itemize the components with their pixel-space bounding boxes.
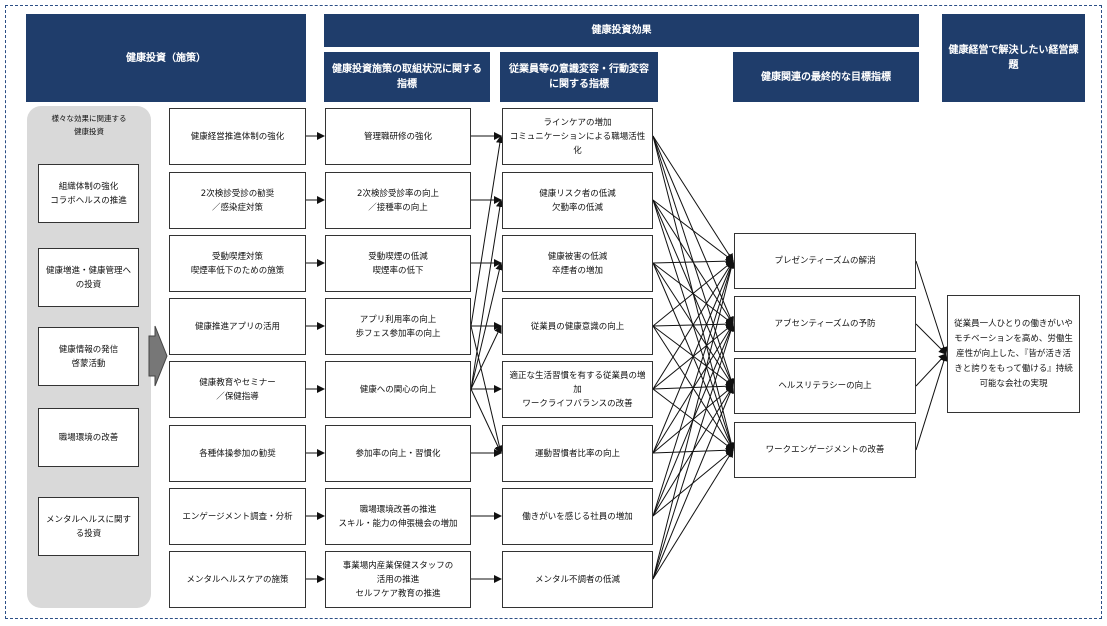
initiative-indicator-box: 職場環境改善の推進 スキル・能力の伸張機会の増加 [325, 488, 471, 545]
connector-arrow [470, 135, 504, 327]
connector-arrow [652, 257, 734, 266]
connector-arrow [652, 260, 734, 327]
measure-box: メンタルヘルスケアの施策 [169, 551, 306, 608]
connector-arrow [470, 262, 504, 390]
connector-arrow [652, 199, 734, 262]
connector-arrow [915, 323, 947, 355]
connector-arrow [652, 260, 734, 390]
measure-box: 健康経営推進体制の強化 [169, 108, 306, 165]
awareness-indicator-box: 適正な生活習慣を有する従業員の増加 ワークライフバランスの改善 [502, 361, 653, 418]
final-indicator-box: アブセンティーズムの予防 [734, 296, 916, 352]
connector-arrow [470, 325, 502, 390]
measure-box: 2次検診受診の勧奨 ／感染症対策 [169, 172, 306, 229]
awareness-indicator-box: メンタル不調者の低減 [502, 551, 653, 608]
management-issue-box: 従業員一人ひとりの働きがいやモチベーションを高め、労働生産性が向上した、『皆が活… [947, 295, 1080, 413]
connector-arrow [652, 135, 735, 387]
awareness-indicator-box: ラインケアの増加 コミュニケーションによる職場活性化 [502, 108, 653, 165]
initiative-indicator-box: アプリ利用率の向上 歩フェス参加率の向上 [325, 298, 471, 355]
awareness-indicator-box: 従業員の健康意識の向上 [502, 298, 653, 355]
connector-arrow [652, 449, 734, 580]
awareness-indicator-box: 働きがいを感じる社員の増加 [502, 488, 653, 545]
measure-box: 健康教育やセミナー ／保健指導 [169, 361, 306, 418]
connector-arrow [915, 353, 948, 451]
header-effect: 健康投資効果 [324, 14, 919, 47]
connector-arrow [652, 135, 734, 262]
initiative-indicator-box: 2次検診受診率の向上 ／接種率の向上 [325, 172, 471, 229]
connector-arrow [470, 388, 502, 454]
measure-box: 健康推進アプリの活用 [169, 298, 306, 355]
left-item-health-promotion: 健康増進・健康管理への投資 [38, 248, 139, 307]
connector-arrow [652, 260, 734, 454]
final-indicator-box: プレゼンティーズムの解消 [734, 233, 916, 289]
connector-arrow [915, 260, 948, 355]
awareness-indicator-box: 健康被害の低減 卒煙者の増加 [502, 235, 653, 292]
initiative-indicator-box: 事業場内産業保健スタッフの 活用の推進 セルフケア教育の推進 [325, 551, 471, 608]
initiative-indicator-box: 受動喫煙の低減 喫煙率の低下 [325, 235, 471, 292]
left-item-organization: 組織体制の強化 コラボヘルスの推進 [38, 164, 139, 223]
connector-arrow [652, 385, 735, 580]
measure-box: 受動喫煙対策 喫煙率低下のための施策 [169, 235, 306, 292]
header-initiative-indicator: 健康投資施策の取組状況に関する指標 [324, 52, 490, 102]
connector-arrow [652, 260, 736, 580]
measure-box: 各種体操参加の勧奨 [169, 425, 306, 482]
initiative-indicator-box: 健康への関心の向上 [325, 361, 471, 418]
final-indicator-box: ヘルスリテラシーの向上 [734, 358, 916, 414]
connector-arrow [652, 323, 735, 580]
left-item-workplace: 職場環境の改善 [38, 408, 139, 467]
awareness-indicator-box: 健康リスク者の低減 欠勤率の低減 [502, 172, 653, 229]
header-final-indicator: 健康関連の最終的な目標指標 [733, 52, 919, 102]
connector-arrow [470, 199, 504, 390]
left-item-mental-health: メンタルヘルスに関する投資 [38, 497, 139, 556]
initiative-indicator-box: 参加率の向上・習慣化 [325, 425, 471, 482]
header-awareness-indicator: 従業員等の意識変容・行動変容に関する指標 [500, 52, 658, 102]
flow-arrow-icon [148, 325, 168, 387]
diagram-frame [5, 5, 1102, 619]
initiative-indicator-box: 管理職研修の強化 [325, 108, 471, 165]
awareness-indicator-box: 運動習慣者比率の向上 [502, 425, 653, 482]
measure-box: エンゲージメント調査・分析 [169, 488, 306, 545]
header-investment: 健康投資（施策） [26, 14, 306, 102]
connector-arrow [652, 260, 735, 517]
final-indicator-box: ワークエンゲージメントの改善 [734, 422, 916, 478]
header-management-issue: 健康経営で解決したい経営課題 [942, 14, 1085, 102]
left-item-information: 健康情報の発信 啓蒙活動 [38, 327, 139, 386]
investment-panel-title: 様々な効果に関連する 健康投資 [51, 114, 127, 136]
